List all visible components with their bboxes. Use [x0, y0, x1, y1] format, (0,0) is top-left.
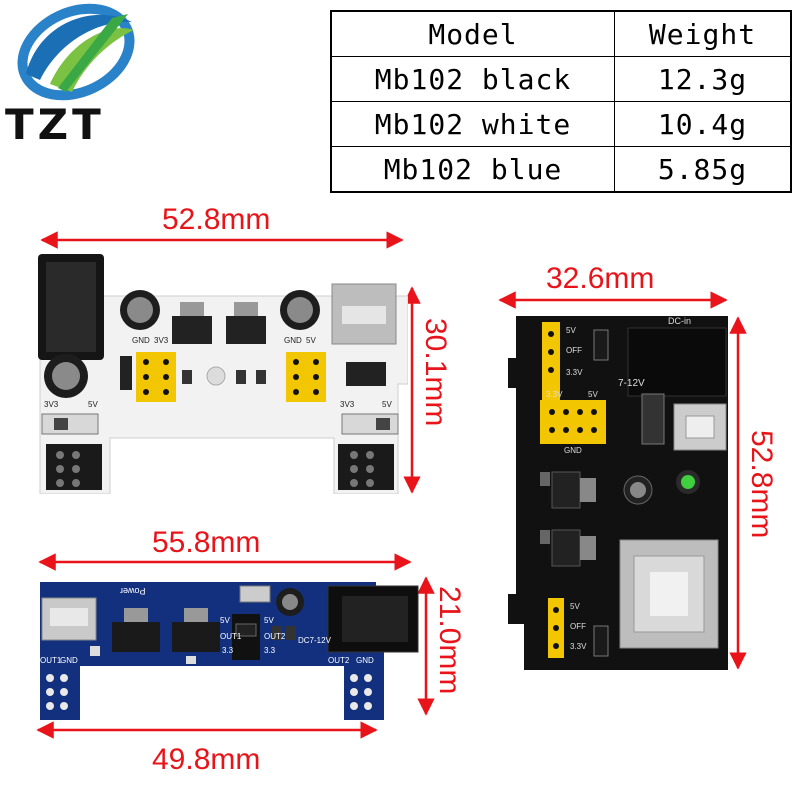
blue-label-out1: OUT1	[40, 656, 62, 665]
model-cell: Mb102 white	[330, 101, 615, 147]
white-label-gnd-left: GND	[132, 336, 150, 345]
black-label-5v-top: 5V	[566, 326, 576, 335]
black-width-label: 32.6mm	[546, 262, 655, 295]
white-label-3v3-switch-left: 3V3	[44, 400, 59, 409]
weight-table: Model Weight Mb102 black 12.3g Mb102 whi…	[330, 10, 792, 193]
black-label-5v-header: 5V	[588, 390, 598, 399]
blue-label-out1-mid: OUT1	[220, 632, 242, 641]
blue-label-5v-left: 5V	[220, 616, 230, 625]
model-cell: Mb102 black	[330, 56, 615, 102]
white-width-label: 52.8mm	[162, 203, 271, 236]
black-label-off-bottom: OFF	[570, 622, 586, 631]
black-label-gnd: GND	[564, 446, 582, 455]
white-label-3v3-left: 3V3	[154, 336, 169, 345]
table-row: Mb102 black 12.3g	[330, 56, 792, 102]
blue-label-gnd-right: GND	[356, 656, 374, 665]
black-board: DC-in 5V OFF 3.3V 7-12V 3.3V 5V GND 5V O…	[504, 312, 728, 672]
white-label-gnd-right: GND	[284, 336, 302, 345]
table-row: Mb102 white 10.4g	[330, 101, 792, 147]
table-row: Mb102 blue 5.85g	[330, 146, 792, 193]
black-label-7-12v: 7-12V	[618, 378, 645, 389]
header-weight: Weight	[614, 10, 792, 57]
blue-label-out2-mid: OUT2	[264, 632, 286, 641]
table-header-row: Model Weight	[330, 10, 792, 57]
white-label-5v-switch-right: 5V	[382, 400, 392, 409]
blue-board-graphic	[40, 582, 419, 720]
blue-width-top-label: 55.8mm	[152, 526, 261, 559]
blue-label-dc7-12v: DC7-12V	[298, 636, 331, 645]
black-label-3v3-bottom: 3.3V	[570, 642, 587, 651]
blue-height-label: 21.0mm	[433, 586, 466, 695]
blue-label-out2: OUT2	[328, 656, 350, 665]
blue-label-gnd-left: GND	[60, 656, 78, 665]
black-board-graphic	[508, 316, 728, 670]
white-label-3v3-switch-right: 3V3	[340, 400, 355, 409]
tzt-logo: TZT	[0, 0, 160, 160]
blue-label-power: Power	[120, 586, 146, 596]
black-label-3v3-header: 3.3V	[546, 390, 563, 399]
model-cell: Mb102 blue	[330, 146, 615, 193]
black-label-off-top: OFF	[566, 346, 582, 355]
black-label-5v-bottom: 5V	[570, 602, 580, 611]
blue-label-3v3-left: 3.3	[222, 646, 234, 655]
blue-width-bottom-label: 49.8mm	[152, 743, 261, 776]
header-model: Model	[330, 10, 615, 57]
white-height-label: 30.1mm	[419, 318, 452, 427]
blue-label-3v3-right: 3.3	[264, 646, 276, 655]
white-label-5v-right: 5V	[306, 336, 316, 345]
weight-cell: 12.3g	[614, 56, 792, 102]
black-label-dc-in: DC-in	[668, 316, 692, 326]
white-label-5v-switch-left: 5V	[88, 400, 98, 409]
weight-cell: 10.4g	[614, 101, 792, 147]
white-board: GND 3V3 GND 5V 3V3 5V 3V3 5V	[36, 252, 408, 494]
blue-board: Power OUT1 GND 3.3 OUT1 5V 3.3 OUT2 5V D…	[36, 576, 422, 720]
blue-label-5v-right: 5V	[264, 616, 274, 625]
black-height-label: 52.8mm	[745, 430, 778, 539]
weight-cell: 5.85g	[614, 146, 792, 193]
black-label-3v3-top: 3.3V	[566, 368, 583, 377]
white-board-graphic	[38, 254, 408, 494]
logo-swoosh-icon	[17, 3, 135, 101]
brand-name: TZT	[5, 100, 105, 149]
